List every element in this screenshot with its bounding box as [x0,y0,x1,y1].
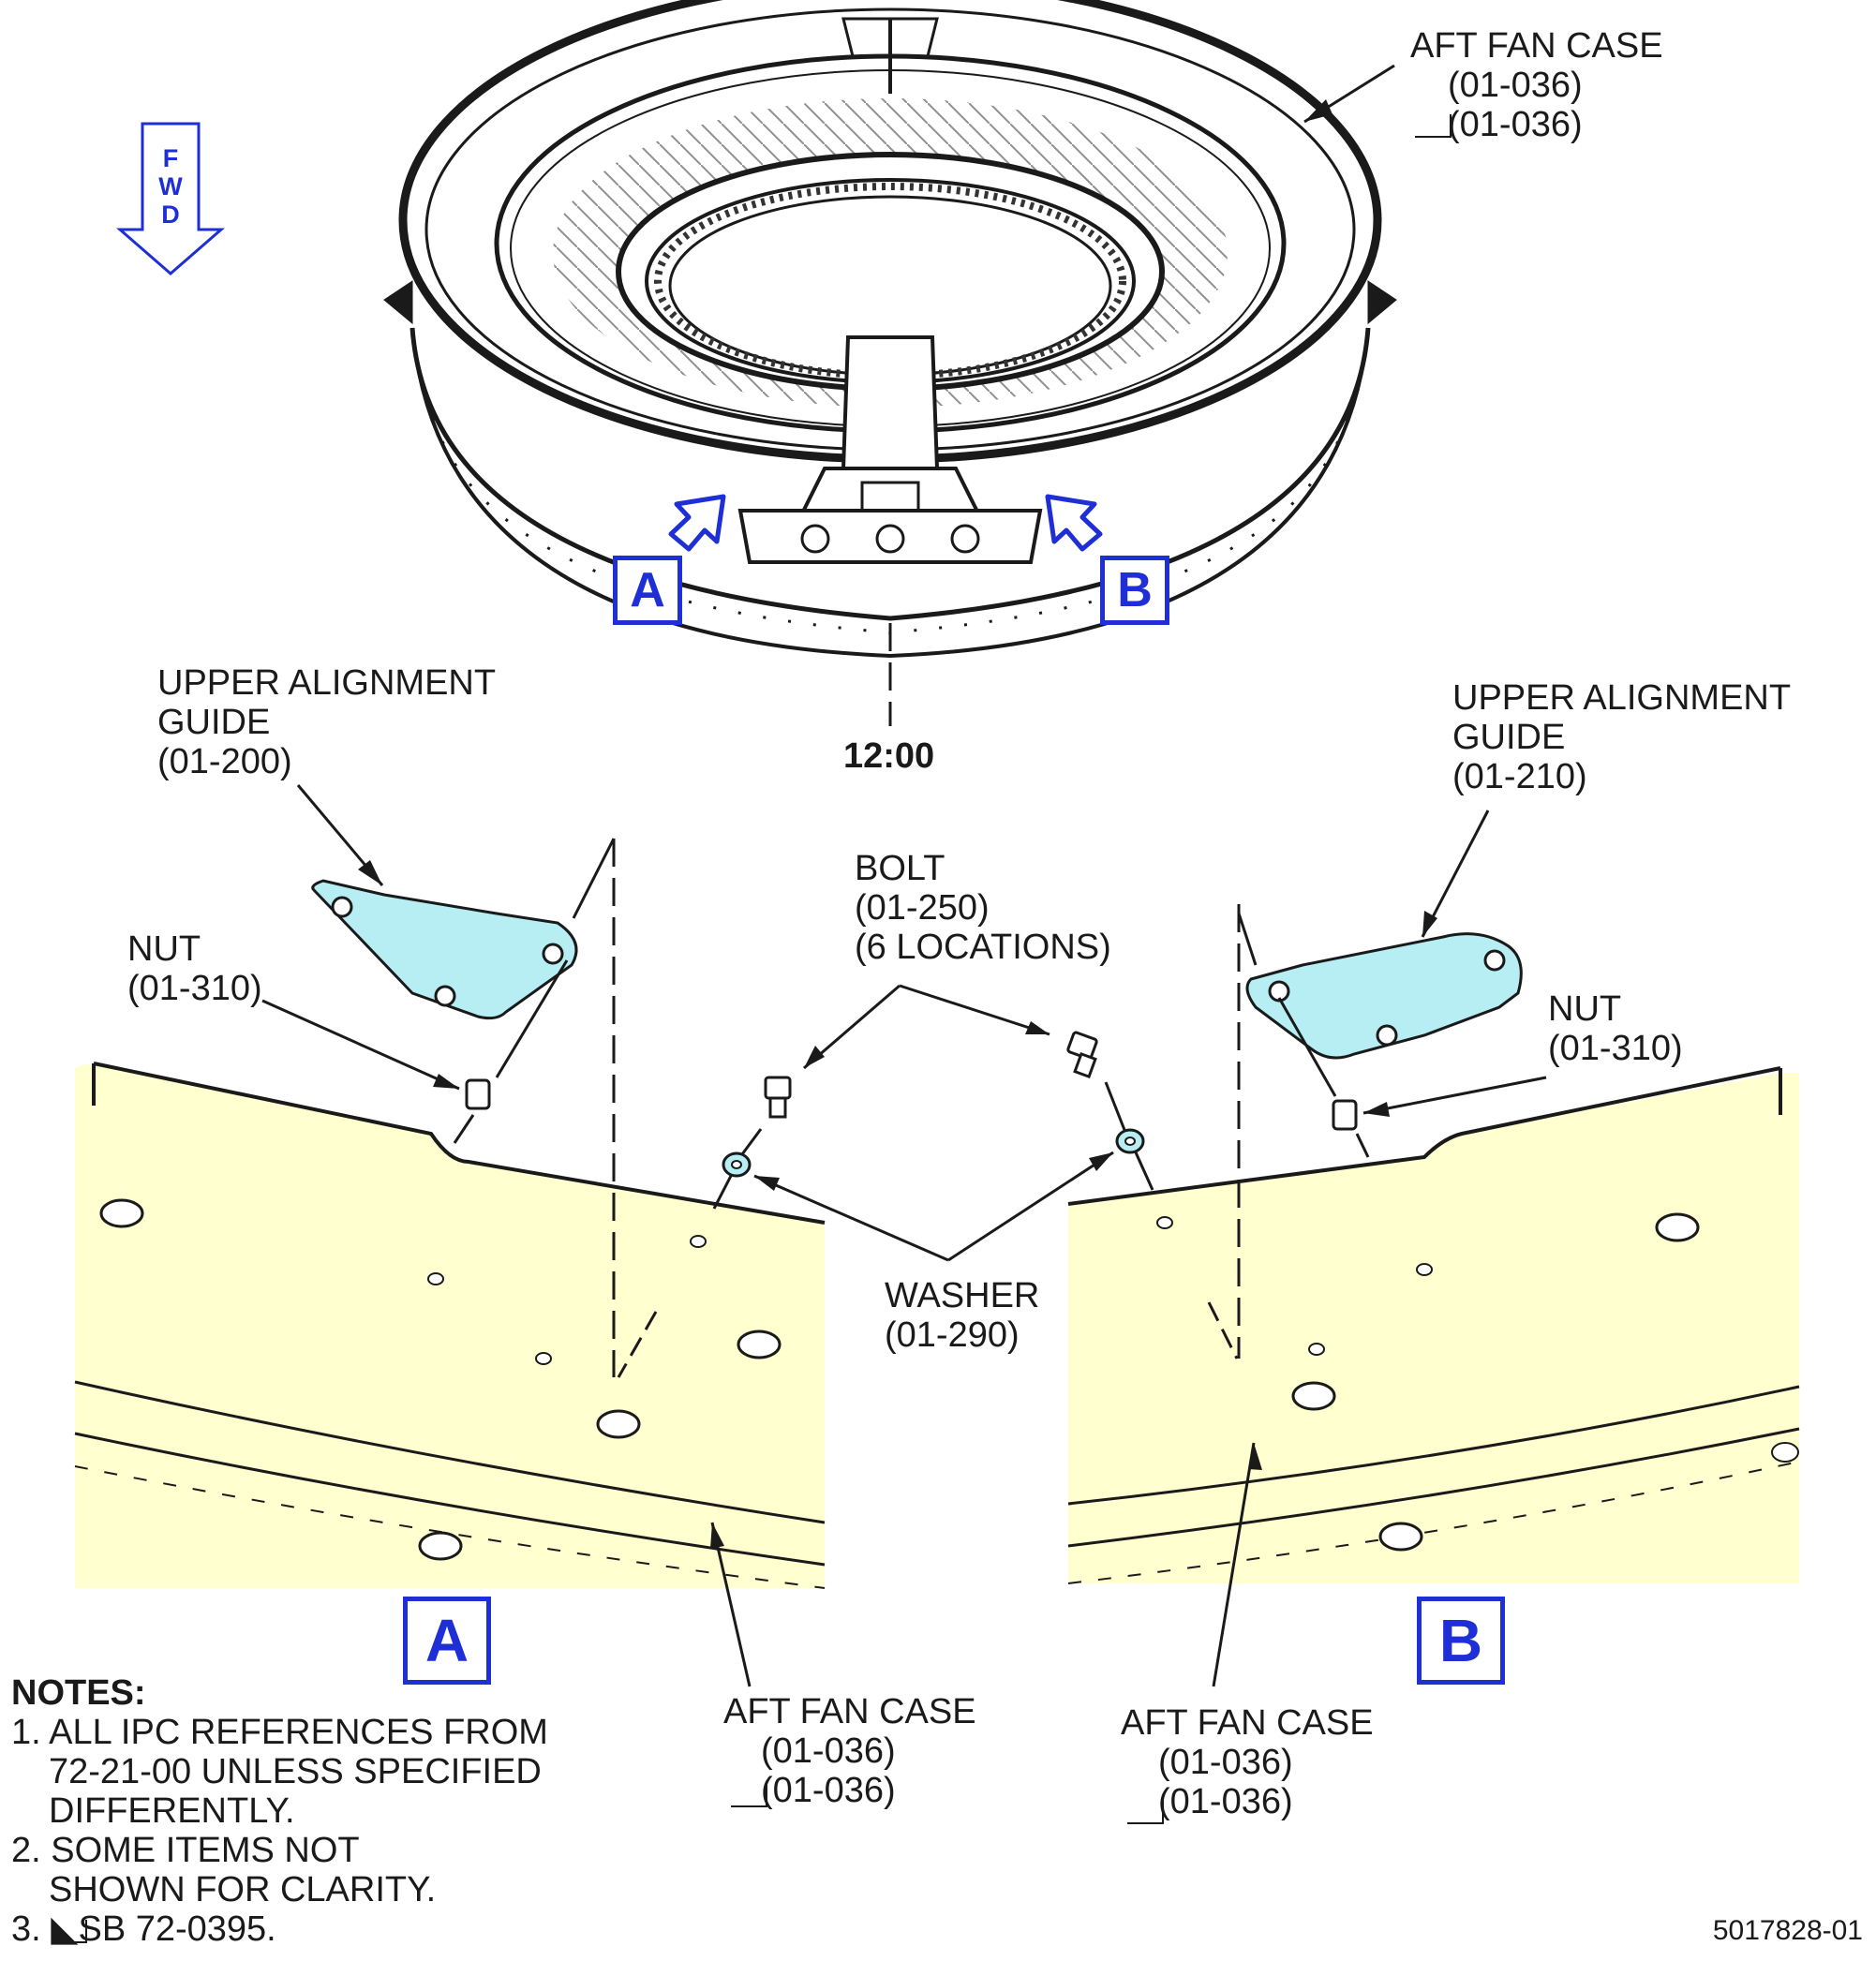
label-clock-position: 12:00 [843,736,935,776]
view-callout-a-small: A [613,556,682,625]
label-aft-fan-case-right: AFT FAN CASE (01-036) (01-036) [1121,1703,1374,1821]
view-b-panel [1067,904,1800,1584]
label-upper-alignment-guide-right: UPPER ALIGNMENT GUIDE (01-210) [1452,678,1792,796]
note-line: DIFFERENTLY. [49,1791,295,1831]
label-upper-alignment-guide-left: UPPER ALIGNMENT GUIDE (01-200) [157,663,497,781]
fan-case-assembly [383,0,1397,726]
label-aft-fan-case-left: AFT FAN CASE (01-036) (01-036) [723,1692,976,1810]
effectivity-marks [52,114,1452,1943]
note-line: 72-21-00 UNLESS SPECIFIED [49,1752,542,1791]
label-nut-left: NUT (01-310) [127,929,262,1008]
view-arrow-a [668,494,726,552]
label-washer: WASHER (01-290) [885,1276,1040,1355]
bolt-right [1066,1031,1098,1079]
fwd-indicator: F W D [119,124,222,274]
fwd-letter: F [162,144,179,172]
washer-right [1115,1128,1145,1154]
notes-title: NOTES: [11,1673,146,1713]
document-id: 5017828-01 [1712,1915,1863,1946]
washer-left [722,1151,752,1178]
note-line: 1. ALL IPC REFERENCES FROM [11,1713,548,1752]
view-title-a: A [403,1597,491,1685]
view-arrow-b [1045,494,1103,552]
view-callout-b-small: B [1100,556,1169,625]
leader-arrowheads [358,99,1437,1549]
notes-block: NOTES: 1. ALL IPC REFERENCES FROM 72-21-… [11,1673,548,1949]
note-line: SHOWN FOR CLARITY. [49,1870,437,1909]
view-title-b: B [1417,1597,1505,1685]
note-line: 2. SOME ITEMS NOT [11,1831,360,1870]
label-nut-right: NUT (01-310) [1548,989,1683,1068]
bolt-left [764,1076,792,1119]
fwd-letter: W [158,172,183,201]
note-line: 3. ◣SB 72-0395. [11,1909,276,1949]
label-aft-fan-case-top: AFT FAN CASE (01-036) (01-036) [1410,26,1663,144]
view-a-panel [74,838,826,1589]
fwd-arrow-icon [115,122,226,275]
fwd-letter: D [161,201,180,229]
label-bolt: BOLT (01-250) (6 LOCATIONS) [855,849,1111,967]
